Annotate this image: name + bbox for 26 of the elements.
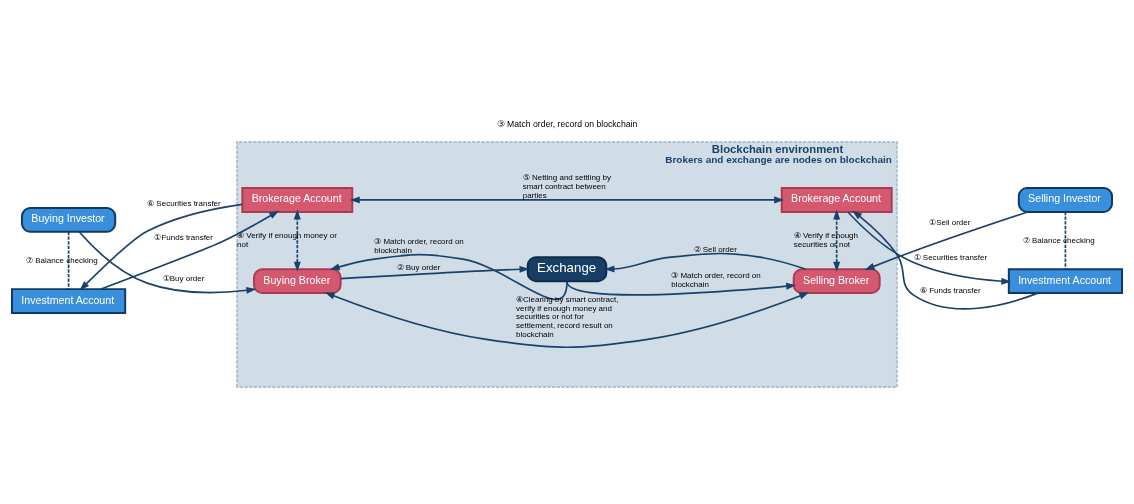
arrow [852, 209, 1039, 310]
arrow [324, 291, 810, 348]
arrow [78, 230, 257, 294]
arrow [833, 208, 841, 272]
label: ③ Match order, record on blockchain [496, 118, 638, 129]
node-box: Investment Account [11, 287, 127, 314]
node-box: Selling Investor [1017, 186, 1114, 213]
arrow [566, 280, 797, 296]
node-box: Brokerage Account [241, 186, 354, 213]
arrow [604, 252, 806, 272]
connector [67, 230, 70, 290]
node-box: Exchange [526, 255, 608, 282]
node-box: Buying Investor [20, 206, 117, 233]
arrow [79, 203, 244, 291]
node-box: Selling Broker [792, 267, 881, 294]
arrow [293, 208, 301, 272]
arrow [100, 210, 280, 290]
node-box: Buying Broker [253, 267, 342, 294]
node-box: Brokerage Account [780, 186, 893, 213]
arrow [329, 253, 568, 300]
connector [1064, 210, 1067, 270]
arrow [847, 210, 1012, 285]
node-box: Investment Account [1007, 267, 1123, 294]
arrow [339, 265, 530, 279]
arrow [864, 210, 1029, 270]
arrow [349, 195, 785, 203]
